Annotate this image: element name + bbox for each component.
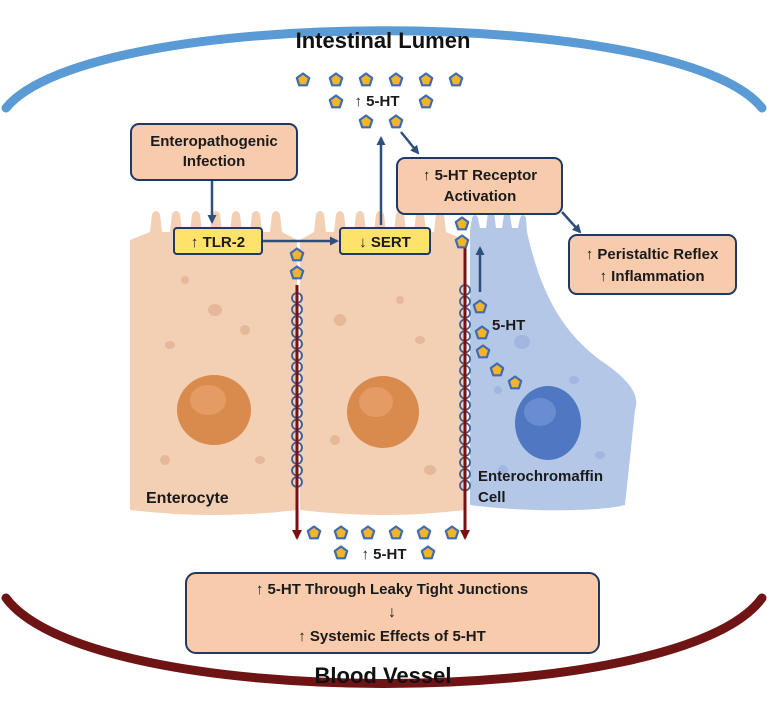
- serotonin-pentagon: [358, 114, 374, 129]
- blood-5ht-label: ↑ 5-HT: [362, 546, 407, 563]
- serotonin-pentagon: [333, 545, 349, 560]
- summary-line1: ↑ 5-HT Through Leaky Tight Junctions: [256, 581, 528, 598]
- effects-box: ↑ Peristaltic Reflex ↑ Inflammation: [568, 234, 737, 295]
- serotonin-pentagon: [295, 72, 311, 87]
- infection-box-line2: Infection: [183, 153, 246, 170]
- serotonin-pentagon: [328, 72, 344, 87]
- infection-box-line1: Enteropathogenic: [150, 133, 278, 150]
- serotonin-pentagon: [444, 525, 460, 540]
- tlr2-box: ↑ TLR-2: [173, 227, 263, 255]
- serotonin-pentagon: [333, 525, 349, 540]
- receptor-box-line2: Activation: [444, 188, 517, 205]
- ec-5ht-label: 5-HT: [492, 317, 525, 334]
- serotonin-pentagon: [416, 525, 432, 540]
- summary-line3: ↑ Systemic Effects of 5-HT: [298, 628, 486, 645]
- serotonin-pentagon: [448, 72, 464, 87]
- receptor-box: ↑ 5-HT Receptor Activation: [396, 157, 563, 215]
- lumen-5ht-label: ↑ 5-HT: [355, 93, 400, 110]
- blood-vessel-arc: [1, 593, 767, 688]
- enterochromaffin-label: Enterochromaffin: [478, 468, 603, 485]
- serotonin-pentagon: [418, 72, 434, 87]
- serotonin-pentagon: [454, 216, 470, 231]
- arrow-lumen-to-receptor: [400, 131, 420, 155]
- serotonin-pentagon: [360, 525, 376, 540]
- serotonin-pentagon: [418, 94, 434, 109]
- intestinal-lumen-title: Intestinal Lumen: [296, 28, 471, 53]
- serotonin-pentagon: [388, 72, 404, 87]
- enterochromaffin-cell: [470, 209, 637, 511]
- enterochromaffin-label-line2: Cell: [478, 489, 506, 506]
- enterocyte-left: [130, 211, 297, 515]
- arrow-receptor-to-effects: [561, 211, 582, 234]
- intestinal-lumen-arc: [1, 26, 767, 113]
- serotonin-pentagon: [388, 525, 404, 540]
- blood-vessel-title: Blood Vessel: [315, 663, 452, 688]
- summary-line2: ↓: [388, 604, 396, 621]
- serotonin-pentagon: [306, 525, 322, 540]
- serotonin-pentagon: [328, 94, 344, 109]
- effects-box-line2: ↑ Inflammation: [599, 268, 704, 285]
- summary-box: ↑ 5-HT Through Leaky Tight Junctions ↓ ↑…: [185, 572, 600, 654]
- infection-box: Enteropathogenic Infection: [130, 123, 298, 181]
- sert-label: ↓ SERT: [359, 234, 411, 251]
- enterocyte-right: [300, 211, 465, 515]
- tlr2-label: ↑ TLR-2: [191, 234, 245, 251]
- serotonin-pentagon: [420, 545, 436, 560]
- sert-box: ↓ SERT: [339, 227, 431, 255]
- serotonin-pentagon: [358, 72, 374, 87]
- receptor-box-line1: ↑ 5-HT Receptor: [423, 167, 537, 184]
- serotonin-pentagon: [388, 114, 404, 129]
- effects-box-line1: ↑ Peristaltic Reflex: [586, 246, 719, 263]
- enterocyte-label: Enterocyte: [146, 490, 229, 507]
